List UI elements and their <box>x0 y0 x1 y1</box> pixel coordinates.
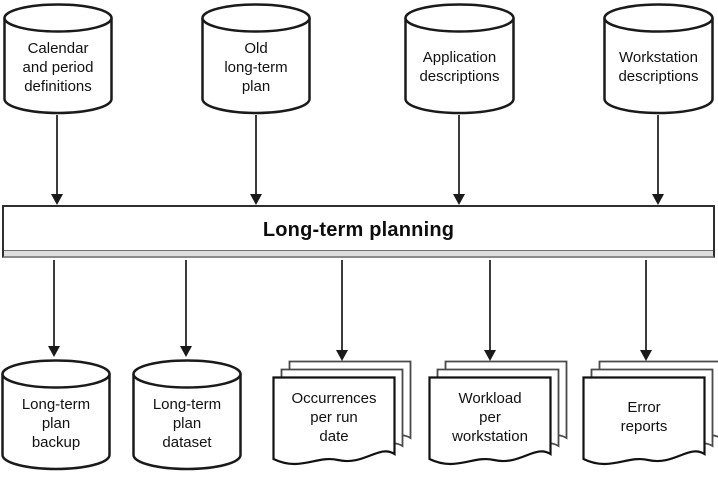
input-calendar-period-definitions: Calendar and period definitions <box>2 2 114 116</box>
database-icon <box>404 3 515 115</box>
output-long-term-plan-backup: Long-term plan backup <box>0 358 112 472</box>
process-title: Long-term planning <box>262 219 455 241</box>
node-label: Calendar and period definitions <box>22 39 94 95</box>
node-label: Old long-term plan <box>224 39 288 95</box>
node-label: Workload per workstation <box>452 389 528 445</box>
node-label: Workstation descriptions <box>618 49 699 85</box>
node-label: Long-term plan backup <box>21 395 91 451</box>
input-application-descriptions: Application descriptions <box>403 2 516 116</box>
documents-icon <box>428 360 568 466</box>
output-long-term-plan-dataset: Long-term plan dataset <box>131 358 243 472</box>
documents-icon <box>582 360 718 466</box>
database-icon <box>201 3 311 115</box>
database-icon <box>132 359 242 471</box>
database-icon <box>603 3 714 115</box>
arrow-output-4 <box>484 260 496 361</box>
node-label: Error reports <box>620 399 668 435</box>
output-occurrences-per-run-date: Occurrences per run date <box>272 360 412 472</box>
arrow-input-2 <box>250 115 262 205</box>
arrow-input-3 <box>453 115 465 205</box>
arrow-output-1 <box>48 260 60 357</box>
arrow-output-3 <box>336 260 348 361</box>
box-bevel <box>4 250 713 256</box>
arrow-input-4 <box>652 115 664 205</box>
database-icon <box>1 359 111 471</box>
documents-icon <box>272 360 412 466</box>
node-label: Application descriptions <box>419 49 500 85</box>
database-icon <box>3 3 113 115</box>
arrow-output-2 <box>180 260 192 357</box>
node-label: Long-term plan dataset <box>152 395 222 451</box>
input-old-long-term-plan: Old long-term plan <box>200 2 312 116</box>
node-label: Occurrences per run date <box>291 389 377 445</box>
process-long-term-planning: Long-term planning <box>2 205 715 258</box>
arrow-input-1 <box>51 115 63 205</box>
output-workload-per-workstation: Workload per workstation <box>428 360 568 472</box>
output-error-reports: Error reports <box>582 360 718 472</box>
input-workstation-descriptions: Workstation descriptions <box>602 2 715 116</box>
arrow-output-5 <box>640 260 652 361</box>
